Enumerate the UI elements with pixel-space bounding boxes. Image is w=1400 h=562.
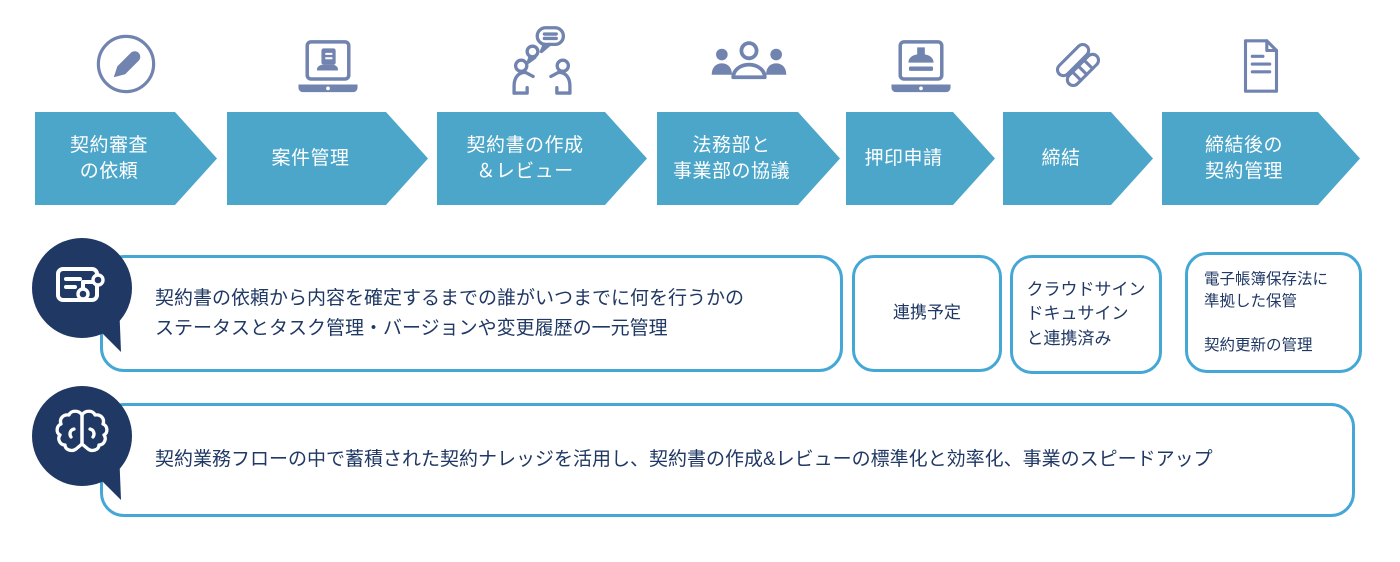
step-arrow-conclusion: 締結: [1003, 112, 1153, 205]
knowledge-note-box: 契約業務フローの中で蓄積された契約ナレッジを活用し、契約書の作成&レビューの標準…: [100, 403, 1355, 517]
team-icon: [657, 16, 840, 98]
step-label: 契約審査 の依頼: [69, 134, 148, 182]
step-arrow-seal-request: 押印申請: [846, 112, 995, 205]
step-arrow-post-management: 締結後の 契約管理: [1162, 112, 1360, 205]
storage-note-text: 電子帳簿保存法に 準拠した保管 契約更新の管理: [1204, 270, 1329, 354]
laptop-stamp-icon: [846, 16, 995, 98]
handshake-icon: [1003, 16, 1153, 98]
esign-integration-text: クラウドサイン ドキュサイン と連携済み: [1026, 279, 1146, 348]
laptop-document-icon: [227, 16, 428, 98]
step-arrow-draft-review: 契約書の作成 ＆レビュー: [437, 112, 647, 205]
discussion-icon: [437, 16, 647, 98]
status-note-text: 契約書の依頼から内容を確定するまでの誰がいつまでに何を行うかの ステータスとタス…: [155, 288, 745, 339]
document-icon: [1162, 16, 1360, 98]
step-label: 押印申請: [864, 147, 943, 169]
step-arrow-request: 契約審査 の依頼: [35, 112, 217, 205]
step-label: 案件管理: [271, 147, 350, 169]
step-label: 契約書の作成 ＆レビュー: [466, 134, 584, 182]
step-arrow-consultation: 法務部と 事業部の協議: [657, 112, 840, 205]
esign-integration-box: クラウドサイン ドキュサイン と連携済み: [1010, 255, 1162, 374]
task-management-bubble: [27, 236, 137, 356]
knowledge-bubble: [27, 384, 137, 504]
step-label: 法務部と 事業部の協議: [672, 134, 790, 182]
integration-planned-box: 連携予定: [852, 255, 1002, 372]
step-label: 締結: [1041, 147, 1081, 169]
step-arrow-case-management: 案件管理: [227, 112, 428, 205]
status-note-box: 契約書の依頼から内容を確定するまでの誰がいつまでに何を行うかの ステータスとタス…: [100, 255, 843, 372]
integration-planned-text: 連携予定: [893, 303, 961, 323]
storage-note-box: 電子帳簿保存法に 準拠した保管 契約更新の管理: [1185, 252, 1362, 373]
knowledge-note-text: 契約業務フローの中で蓄積された契約ナレッジを活用し、契約書の作成&レビューの標準…: [155, 449, 1213, 471]
brain-icon: [55, 409, 109, 453]
pencil-icon: [35, 16, 217, 98]
step-label: 締結後の 契約管理: [1204, 134, 1283, 182]
